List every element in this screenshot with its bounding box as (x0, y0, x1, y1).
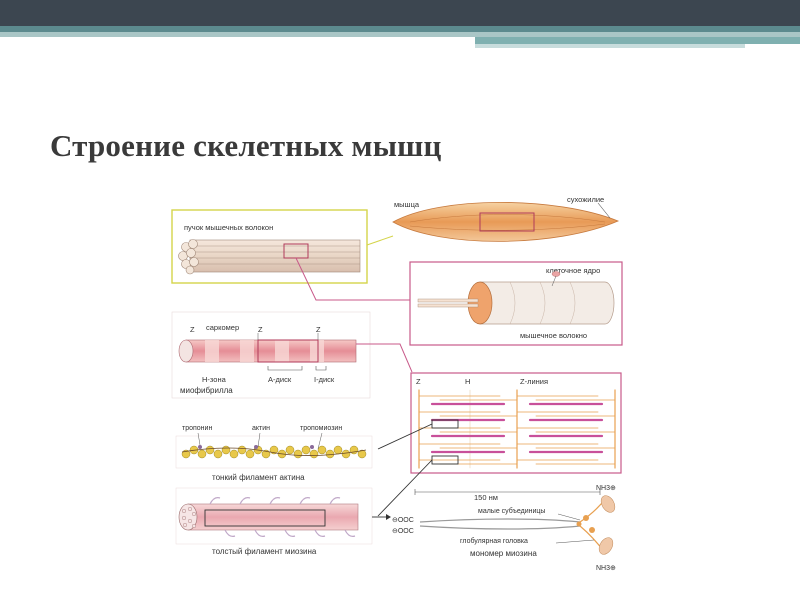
label-thick-filament: толстый филамент миозина (212, 547, 317, 556)
myofibril-illustration (178, 333, 357, 371)
label-a-disk: А-диск (268, 375, 292, 384)
label-z-line: Z-линия (520, 377, 548, 386)
top-bar-stripe-light (0, 32, 800, 37)
label-myosin-monomer: мономер миозина (470, 549, 537, 558)
label-thin-filament: тонкий филамент актина (212, 473, 305, 482)
label-sarcomere: саркомер (206, 323, 239, 332)
label-nh3-top: NH3⊕ (596, 485, 616, 492)
label-h-zone: Н-зона (202, 375, 227, 384)
slide-title: Строение скелетных мышц (50, 128, 442, 163)
label-muscle-fiber: мышечное волокно (520, 331, 587, 340)
label-i-disk: I-диск (314, 375, 335, 384)
top-bar-accent-light (475, 44, 745, 48)
label-actin: актин (252, 425, 270, 432)
label-fiber-bundle: пучок мышечных волокон (184, 223, 273, 232)
actin-filament-illustration (175, 432, 373, 469)
top-bar-stripe (0, 26, 800, 32)
label-globular-head: глобулярная головка (460, 537, 528, 545)
label-myofibril: миофибрилла (180, 386, 233, 395)
label-cell-nucleus: клеточное ядро (546, 266, 600, 275)
label-muscle: мышца (394, 200, 420, 209)
sarcomere-frame (410, 372, 622, 474)
label-tendon: сухожилие (567, 195, 604, 204)
label-z3: Z (316, 325, 321, 334)
myosin-filament-illustration (175, 487, 373, 545)
muscle-illustration (392, 201, 620, 242)
label-z-letter: Z (416, 377, 421, 386)
label-z1: Z (190, 325, 195, 334)
label-h-letter: H (465, 377, 470, 386)
label-ooc-1: ⊖OOC (392, 517, 414, 524)
label-ooc-2: ⊖OOC (392, 528, 414, 535)
top-bar (0, 0, 800, 26)
label-tropomyosin: тропомиозин (300, 425, 342, 432)
label-small-subunits: малые субъединицы (478, 507, 545, 515)
label-troponin: тропонин (182, 425, 212, 432)
fiber-bundle-illustration (178, 239, 361, 275)
sarcomere-illustration (418, 389, 616, 469)
label-150nm: 150 нм (474, 493, 498, 502)
top-bar-accent (475, 37, 800, 44)
label-nh3-bottom: NH3⊕ (596, 565, 616, 572)
myosin-monomer-illustration (414, 489, 616, 555)
label-z2: Z (258, 325, 263, 334)
muscle-fiber-illustration (417, 271, 615, 325)
